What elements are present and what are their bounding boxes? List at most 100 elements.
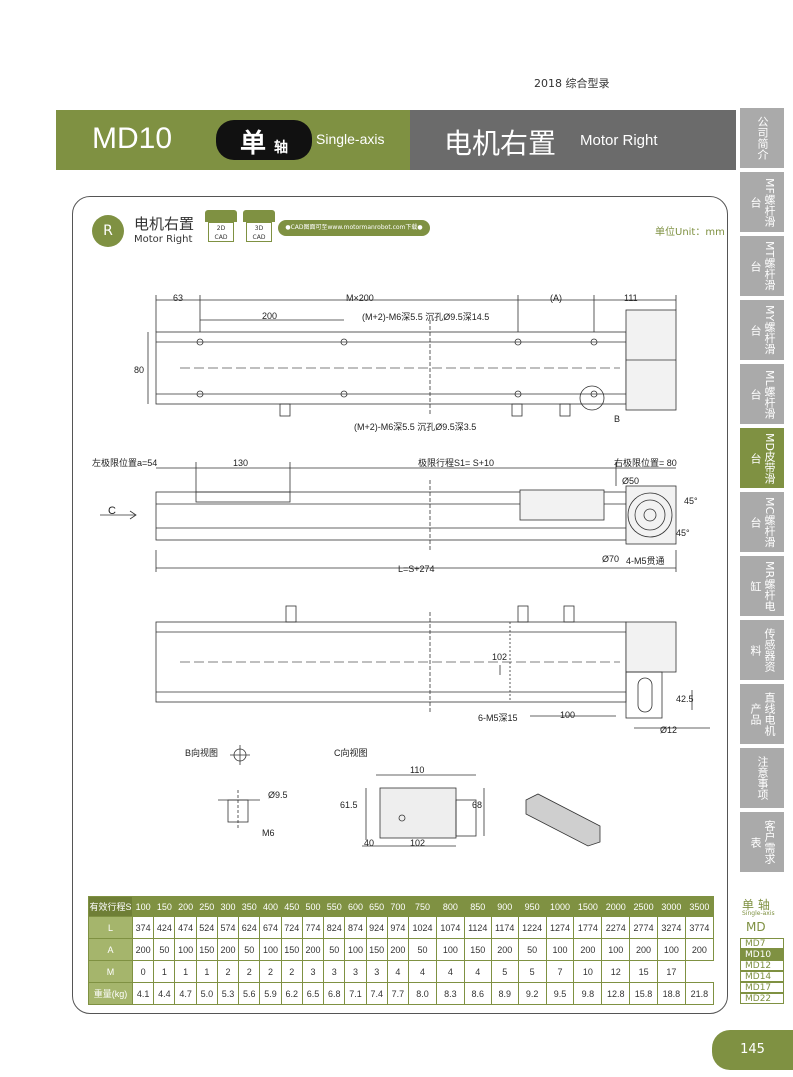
- spec-cell: 1: [153, 960, 176, 983]
- side-tab[interactable]: MF螺杆滑台MF Ball Screw Actuator: [740, 172, 784, 232]
- spec-cell: 15: [629, 960, 658, 983]
- spec-row-header: 有效行程S: [88, 896, 133, 917]
- spec-row-header: 重量(kg): [88, 982, 133, 1005]
- spec-cell: 200: [216, 938, 240, 961]
- technical-drawing: [100, 295, 710, 847]
- angle-45-a: 45°: [684, 496, 698, 506]
- model-item[interactable]: MD14: [740, 971, 784, 982]
- unit-label: 单位Unit：mm: [655, 227, 725, 238]
- series-cn: 单 轴: [742, 898, 770, 912]
- side-tab[interactable]: MC螺杆滑台MC Ball Screw Actuator: [740, 492, 784, 552]
- side-tab[interactable]: 客户需求表Customer Request List: [740, 812, 784, 872]
- spec-cell: 750: [408, 896, 437, 917]
- spec-cell: 12: [601, 960, 631, 983]
- m6-label: M6: [262, 828, 275, 838]
- spec-cell: 2: [238, 960, 261, 983]
- axis-cn-big: 单: [240, 129, 267, 159]
- model-item[interactable]: MD7: [740, 938, 784, 949]
- spec-cell: 9.2: [517, 982, 547, 1005]
- spec-cell: 350: [238, 896, 261, 917]
- spec-cell: 900: [490, 896, 519, 917]
- spec-cell: 3000: [657, 896, 686, 917]
- spec-cell: 200: [629, 938, 658, 961]
- spec-cell: 8.9: [490, 982, 519, 1005]
- spec-cell: 200: [174, 896, 197, 917]
- series-en: Single-axis: [742, 910, 775, 917]
- dim-102-c: 102: [410, 838, 426, 848]
- model-title: MD10: [92, 122, 173, 155]
- spec-cell: 200: [490, 938, 519, 961]
- spec-cell: 874: [344, 916, 367, 939]
- spec-cell: 424: [153, 916, 176, 939]
- side-tab[interactable]: MT螺杆滑台MT Ball Screw Actuator: [740, 236, 784, 296]
- spec-cell: 8.0: [408, 982, 437, 1005]
- spec-cell: 2274: [601, 916, 631, 939]
- spec-cell: 50: [517, 938, 547, 961]
- model-item[interactable]: MD17: [740, 982, 784, 993]
- axis-en-label: Single-axis: [316, 131, 385, 147]
- dim-a: (A): [550, 293, 562, 303]
- spec-cell: 4: [435, 960, 465, 983]
- spec-cell: 950: [517, 896, 547, 917]
- model-item[interactable]: MD10: [740, 949, 784, 960]
- spec-cell: 5.6: [238, 982, 261, 1005]
- spec-cell: 8.3: [435, 982, 465, 1005]
- spec-cell: 5: [517, 960, 547, 983]
- side-tab[interactable]: 公司简介Company Profile: [740, 108, 784, 168]
- spec-cell: 7.1: [344, 982, 367, 1005]
- spec-cell: 3274: [657, 916, 686, 939]
- spec-cell: 4: [463, 960, 492, 983]
- spec-cell: 50: [238, 938, 261, 961]
- side-tab[interactable]: MY螺杆滑台MY Ball Screw Actuator: [740, 300, 784, 360]
- series-name: MD: [746, 920, 766, 934]
- spec-cell: 100: [601, 938, 631, 961]
- spec-cell: 100: [545, 938, 575, 961]
- angle-45-b: 45°: [676, 528, 690, 538]
- spec-cell: 200: [684, 938, 715, 961]
- dim-80: 80: [134, 365, 145, 375]
- spec-cell: 600: [344, 896, 367, 917]
- spec-cell: 150: [153, 896, 176, 917]
- side-tab[interactable]: 传感器资料Sensor Data: [740, 620, 784, 680]
- side-tab-label: MT螺杆滑台: [749, 241, 776, 291]
- dim-42-5: 42.5: [676, 694, 694, 704]
- cad-download-link[interactable]: ●CAD图面可至www.motormanrobot.com下载●: [278, 220, 430, 236]
- spec-cell: 774: [301, 916, 325, 939]
- spec-cell: 100: [174, 938, 197, 961]
- model-item[interactable]: MD12: [740, 960, 784, 971]
- drawing-card: [72, 196, 728, 1014]
- spec-cell: 4: [408, 960, 437, 983]
- side-tab-label: 公司简介: [756, 116, 769, 160]
- spec-cell: 800: [435, 896, 465, 917]
- holes-6m5: 6-M5深15: [478, 713, 518, 723]
- spec-cell: 9.8: [573, 982, 603, 1005]
- spec-cell: 50: [323, 938, 346, 961]
- side-tab[interactable]: MD皮带滑台MD Belt Actuator: [740, 428, 784, 488]
- catalog-year: 2018 综合型录: [534, 77, 610, 90]
- dia-12: Ø12: [660, 725, 678, 735]
- side-tab[interactable]: MR螺杆电缸MR Ball Screw Cylinder: [740, 556, 784, 616]
- side-tab[interactable]: 注意事项Cautions: [740, 748, 784, 808]
- side-tab[interactable]: 直线电机产品Linear Motor System: [740, 684, 784, 744]
- spec-cell: 374: [131, 916, 155, 939]
- side-tab[interactable]: ML螺杆滑台ML Ball Screw Actuator: [740, 364, 784, 424]
- spec-cell: 150: [365, 938, 388, 961]
- spec-cell: 7.7: [386, 982, 410, 1005]
- spec-cell: 400: [259, 896, 282, 917]
- dim-68: 68: [472, 800, 483, 810]
- spec-cell: 2500: [629, 896, 658, 917]
- spec-cell: 100: [344, 938, 367, 961]
- spec-cell: 1024: [408, 916, 437, 939]
- side-tab-label: MF螺杆滑台: [749, 177, 776, 227]
- model-item[interactable]: MD22: [740, 993, 784, 1004]
- spec-cell: 1: [195, 960, 218, 983]
- spec-cell: 850: [463, 896, 492, 917]
- spec-cell: 724: [280, 916, 303, 939]
- spec-cell: 15.8: [629, 982, 658, 1005]
- banner-title-en: Motor Right: [580, 132, 658, 149]
